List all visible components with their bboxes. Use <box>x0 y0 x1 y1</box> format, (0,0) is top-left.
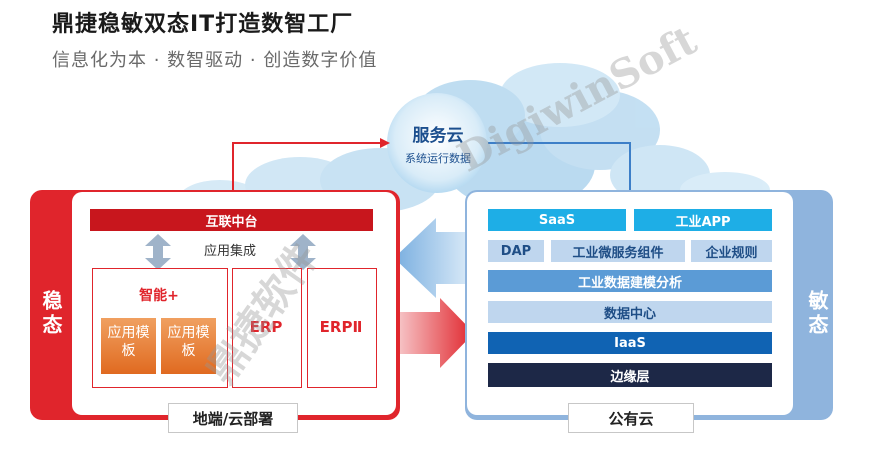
erp-label: ERP <box>249 318 283 336</box>
stable-mode-label: 稳态 <box>39 290 63 338</box>
interconnect-hub: 互联中台 <box>90 209 373 231</box>
service-cloud-title: 服务云 <box>412 126 464 146</box>
app-template-b: 应用模板 <box>161 318 216 374</box>
saas-layer: SaaS <box>488 209 626 231</box>
edge-layer: 边缘层 <box>488 363 772 387</box>
page-subtitle: 信息化为本 · 数智驱动 · 创造数字价值 <box>52 50 378 71</box>
service-cloud-subtitle: 系统运行数据 <box>405 152 471 165</box>
connector-arrowhead <box>380 138 390 148</box>
microservice-components-layer: 工业微服务组件 <box>551 240 685 262</box>
up-down-arrow-icon <box>145 234 171 270</box>
blue-transfer-arrow <box>394 218 470 298</box>
app-template-a-label: 应用模板 <box>107 325 150 359</box>
smart-plus-label: 智能+ <box>139 288 179 304</box>
service-cloud-bubble <box>387 93 487 193</box>
app-integration-label: 应用集成 <box>203 244 256 259</box>
up-down-arrow-icon <box>290 234 316 270</box>
erp2-box <box>307 268 377 388</box>
red-transfer-arrow <box>396 298 474 368</box>
erp2-label: ERPⅡ <box>319 318 363 336</box>
enterprise-rules-layer: 企业规则 <box>691 240 772 262</box>
page-title: 鼎捷稳敏双态IT打造数智工厂 <box>52 12 354 37</box>
data-modeling-layer: 工业数据建模分析 <box>488 270 772 292</box>
data-center-layer: 数据中心 <box>488 301 772 323</box>
dap-layer: DAP <box>488 240 544 262</box>
cloud-to-right-connector <box>488 142 631 192</box>
app-template-a: 应用模板 <box>101 318 156 374</box>
on-premise-cloud-deployment-label: 地端/云部署 <box>168 403 298 433</box>
iaas-layer: IaaS <box>488 332 772 354</box>
left-to-cloud-connector <box>232 142 382 192</box>
industrial-app-layer: 工业APP <box>634 209 772 231</box>
app-template-b-label: 应用模板 <box>167 325 210 359</box>
agile-mode-label: 敏态 <box>805 290 829 338</box>
erp-box <box>232 268 302 388</box>
public-cloud-label: 公有云 <box>568 403 694 433</box>
